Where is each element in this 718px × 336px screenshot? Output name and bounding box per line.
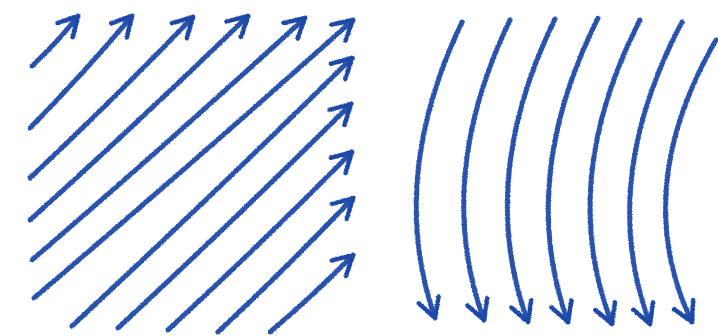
diagonal-arrow-shaft [30,16,132,128]
curved-arrows-panel [416,18,716,324]
curved-arrow-shaft [666,40,716,322]
diagonal-arrows-panel [30,16,353,332]
curved-arrow-shaft [416,22,462,318]
curved-arrow-shaft [464,20,510,320]
diagonal-arrow-shaft [168,152,352,330]
curved-arrow-shaft [507,19,555,322]
